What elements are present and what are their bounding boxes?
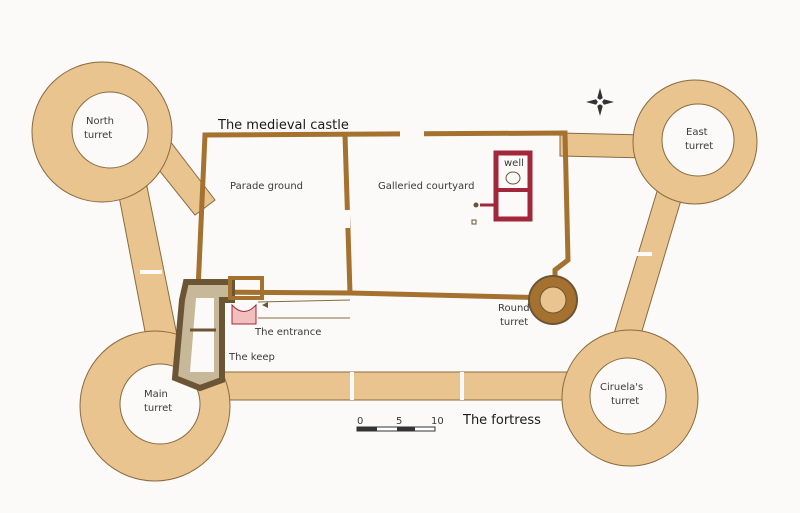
entrance-arch xyxy=(231,303,257,325)
well-label: well xyxy=(504,158,524,169)
scale-bar: 0 5 10 xyxy=(356,416,444,432)
round-turret xyxy=(528,275,578,325)
castle-outline xyxy=(195,130,571,301)
medieval-castle-label: The medieval castle xyxy=(217,118,349,133)
ciruela-turret-label: Ciruela's xyxy=(600,382,643,393)
east-turret-label: turret xyxy=(685,141,713,152)
medieval-castle xyxy=(195,130,571,301)
scale-tick-label: 10 xyxy=(431,416,444,427)
ciruela-turret-interior xyxy=(589,357,667,435)
main-turret-interior xyxy=(119,363,201,445)
round-turret-interior xyxy=(539,286,567,314)
ciruela-turret-label: turret xyxy=(611,396,639,407)
entrance-arrow-icon xyxy=(262,302,268,308)
turrets xyxy=(31,61,758,482)
wall-gap xyxy=(140,270,162,274)
main-turret-label: turret xyxy=(144,403,172,414)
the-keep xyxy=(171,276,351,392)
well-shaft xyxy=(505,171,521,185)
wall-gap xyxy=(460,372,464,400)
castle-inner-door xyxy=(343,210,350,228)
keep-label: The keep xyxy=(228,352,275,363)
well-post xyxy=(473,202,479,208)
scale-bar-segment xyxy=(397,427,415,431)
wall-gap xyxy=(350,372,354,400)
north-turret-label: turret xyxy=(84,130,112,141)
main-turret-label: Main xyxy=(144,389,168,400)
castle-top-gate xyxy=(400,131,424,137)
round-turret-label: turret xyxy=(500,317,528,328)
fortress-wall-south xyxy=(197,371,601,401)
entrance-label: The entrance xyxy=(254,327,321,338)
fortress-label: The fortress xyxy=(462,413,541,428)
entrance-room xyxy=(228,276,264,300)
north-turret-label: North xyxy=(86,116,114,127)
parade-ground-label: Parade ground xyxy=(230,181,303,192)
entrance-corridor xyxy=(257,299,351,303)
marker-square xyxy=(471,219,477,225)
north-turret-interior xyxy=(71,91,149,169)
compass-inner xyxy=(593,95,607,109)
round-turret-label: Round xyxy=(498,303,530,314)
wall-gap xyxy=(630,252,652,256)
east-turret-interior xyxy=(661,103,735,177)
keep-interior xyxy=(190,298,214,372)
east-turret-label: East xyxy=(686,127,708,138)
well-structure xyxy=(471,150,533,225)
galleried-courtyard-label: Galleried courtyard xyxy=(378,181,474,192)
scale-bar-segment xyxy=(357,427,377,431)
scale-tick-label: 5 xyxy=(396,416,402,427)
compass-rose-icon xyxy=(586,88,614,116)
well-enclosure xyxy=(493,150,533,222)
scale-tick-label: 0 xyxy=(357,416,363,427)
